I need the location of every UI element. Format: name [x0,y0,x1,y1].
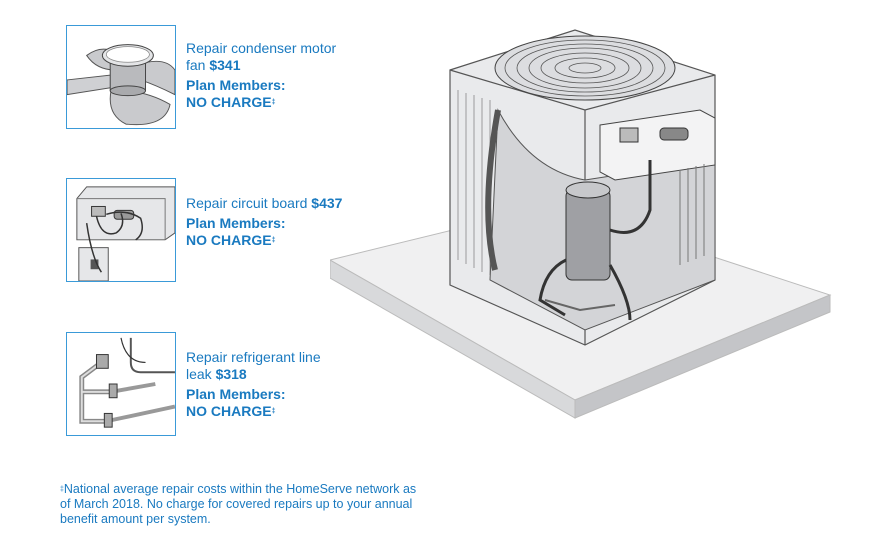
footnote-mark: ‡ [271,408,276,415]
refrigerant-line-icon [79,337,175,428]
fan-motor-illustration [66,25,176,129]
circuit-board-illustration [66,178,176,282]
plan-value: NO CHARGE [186,94,272,110]
repair-refrigerant-caption: Repair refrigerant line leak $318 Plan M… [186,349,346,420]
footnote-mark: ‡ [271,237,276,244]
footnote: ‡National average repair costs within th… [60,482,430,527]
footnote-text: National average repair costs within the… [60,482,417,526]
plan-value: NO CHARGE [186,232,272,248]
ac-unit-illustration [328,10,850,470]
repair-title: Repair circuit board [186,195,308,211]
repair-title: Repair refrigerant line leak [186,349,321,382]
refrigerant-line-illustration [66,332,176,436]
repair-circuit-caption: Repair circuit board $437 Plan Members:N… [186,195,346,249]
circuit-board-icon [76,186,175,281]
plan-label: Plan Members: [186,77,286,93]
footnote-mark: ‡ [60,486,64,493]
footnote-mark: ‡ [271,99,276,106]
plan-label: Plan Members: [186,386,286,402]
repair-fan-caption: Repair condenser motor fan $341 Plan Mem… [186,40,346,111]
plan-value: NO CHARGE [186,403,272,419]
fan-motor-icon [67,44,175,126]
repair-title: Repair condenser motor fan [186,40,337,73]
repair-price: $437 [311,195,343,211]
repair-price: $341 [209,57,241,73]
plan-label: Plan Members: [186,215,286,231]
ac-condenser-icon [328,29,832,419]
repair-price: $318 [215,366,247,382]
